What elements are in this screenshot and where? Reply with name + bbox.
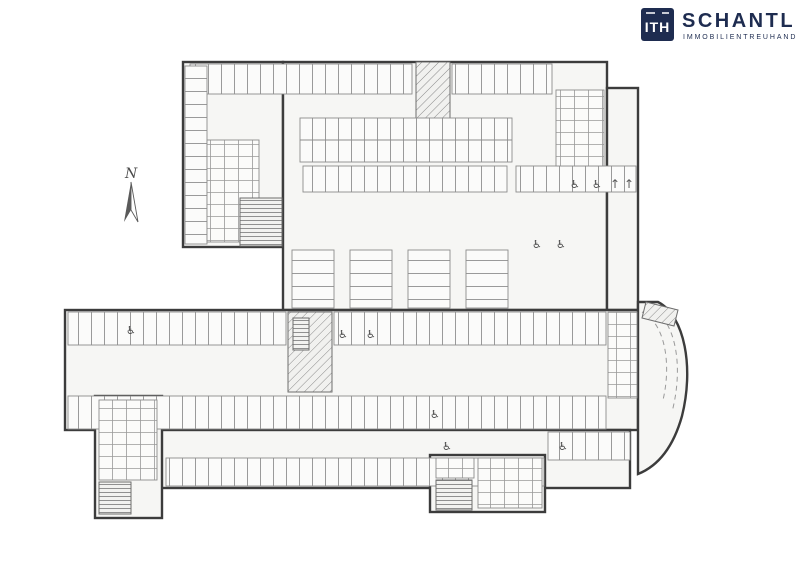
- wheelchair-icon: ♿: [570, 178, 580, 191]
- stair-core: [98, 481, 132, 515]
- technical-rooms: [555, 89, 605, 167]
- north-needle-dark: [124, 182, 131, 222]
- wheelchair-icon: ♿: [556, 238, 566, 251]
- storage-rooms: [435, 457, 475, 479]
- side-rooms: [607, 311, 638, 399]
- logo-mark: [641, 8, 674, 41]
- wheelchair-icon: ♿: [126, 324, 136, 337]
- north-needle-light: [130, 181, 139, 223]
- wheelchair-icon: ♿: [442, 440, 452, 453]
- stair-flight: [292, 317, 310, 351]
- stair-core: [239, 197, 283, 247]
- parking-row: [189, 63, 413, 95]
- parking-row: [67, 311, 287, 346]
- wheelchair-icon: ♿: [532, 238, 542, 251]
- upper-right-annex: [605, 86, 640, 312]
- wheelchair-icon: ♿: [366, 328, 376, 341]
- wheelchair-icon: ♿: [338, 328, 348, 341]
- parking-island: [349, 249, 393, 309]
- company-logo: ITH SCHANTL IMMOBILIENTREUHAND: [641, 8, 797, 41]
- ramp-details: [641, 301, 679, 413]
- wheelchair-icon: ♿: [430, 408, 440, 421]
- stair-core: [435, 479, 473, 511]
- parking-row-side: [184, 65, 208, 245]
- direction-arrow-icon: ↑: [624, 177, 634, 191]
- wheelchair-icon: ♿: [558, 440, 568, 453]
- company-name: SCHANTL: [682, 10, 795, 32]
- middle-parking-section: [67, 311, 638, 430]
- drive-path-dashed: [641, 311, 668, 401]
- ramp-hatch: [641, 301, 679, 327]
- company-subtitle: IMMOBILIENTREUHAND: [683, 34, 797, 41]
- plan-icons: ♿ ♿ ♿ ♿ ♿ ♿ ♿ ♿ ♿ ♿ ↑ ↑: [126, 177, 634, 453]
- north-label: N: [124, 166, 138, 182]
- parking-row: [333, 311, 607, 346]
- direction-arrow-icon: ↑: [610, 177, 620, 191]
- curved-ramp-wing: [636, 300, 689, 476]
- storage-rooms: [98, 399, 158, 481]
- parking-island: [465, 249, 509, 309]
- parking-row: [451, 63, 553, 95]
- north-arrow: N: [124, 166, 139, 223]
- parking-row: [515, 165, 637, 193]
- wheelchair-icon: ♿: [592, 178, 602, 191]
- parking-island: [291, 249, 335, 309]
- upper-parking-section: [184, 61, 637, 309]
- parking-island: [407, 249, 451, 309]
- logo-monogram: ITH: [645, 19, 671, 35]
- storage-rooms: [477, 457, 543, 509]
- parking-row: [67, 395, 607, 430]
- parking-row: [302, 165, 508, 193]
- lower-parking-section: [98, 399, 631, 515]
- parking-row: [547, 431, 631, 461]
